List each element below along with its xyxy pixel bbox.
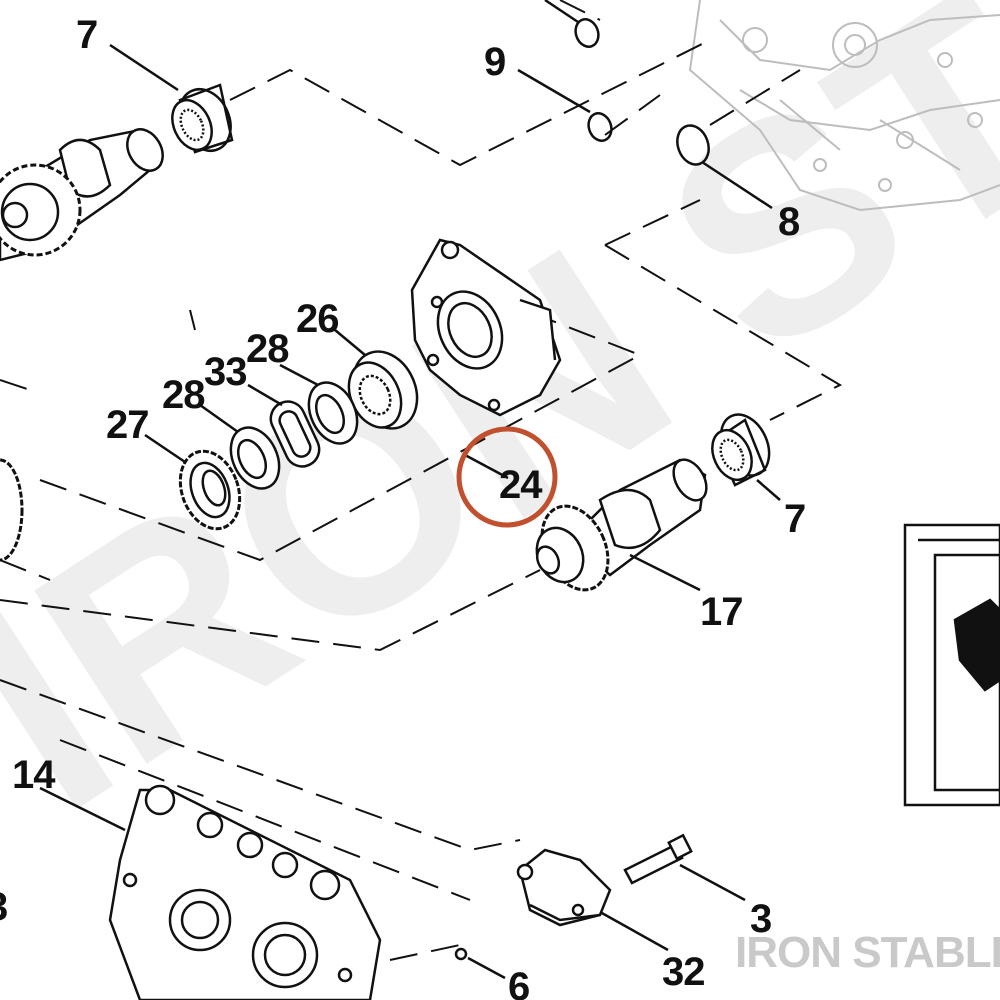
leader-26 xyxy=(334,329,366,356)
seal-ring-33 xyxy=(269,400,321,468)
leader-14 xyxy=(39,786,126,832)
callout-labels: 7 9 8 26 28 33 28 27 24 7 17 14 3 3 32 6 xyxy=(0,13,806,1000)
callout-label: 26 xyxy=(296,297,339,341)
callout-label: 27 xyxy=(106,403,149,447)
leader-24 xyxy=(464,453,509,480)
roller-bearing-top xyxy=(171,83,234,154)
gear-27 xyxy=(178,449,242,531)
leader-33 xyxy=(247,383,283,407)
callout-label: 33 xyxy=(204,350,247,394)
callout-label: 9 xyxy=(484,40,505,84)
callout-label: 6 xyxy=(508,965,529,1000)
washer-28-upper xyxy=(307,381,359,445)
leader-27 xyxy=(144,433,186,464)
callout-label: 28 xyxy=(162,373,205,417)
callout-label: 7 xyxy=(784,497,805,541)
dashed-assembly-lines xyxy=(0,0,843,961)
leader-28a xyxy=(279,363,319,387)
leader-32 xyxy=(599,910,669,952)
highlight-circle-24 xyxy=(456,426,558,528)
leader-7-top xyxy=(109,43,179,92)
o-ring-8 xyxy=(676,124,710,166)
leader-28b xyxy=(199,403,239,434)
logo-plate xyxy=(903,523,1000,807)
camshaft-left xyxy=(0,128,164,262)
callout-label: 14 xyxy=(12,753,56,797)
callout-label: 3 xyxy=(0,885,7,929)
leader-7-right xyxy=(756,479,781,501)
dowel-6 xyxy=(454,947,468,961)
leader-lines xyxy=(39,0,781,980)
callout-label: 17 xyxy=(700,590,743,634)
leader-3 xyxy=(679,863,746,902)
callout-label: 32 xyxy=(662,950,705,994)
oil-pump-body xyxy=(108,784,382,1000)
o-ring-top xyxy=(574,18,600,48)
leader-17 xyxy=(629,553,701,592)
callout-label: 8 xyxy=(778,200,800,244)
callout-label-highlighted: 24 xyxy=(499,463,543,507)
callout-label: 3 xyxy=(750,897,771,941)
callout-label: 7 xyxy=(76,13,97,57)
cam-support-housing xyxy=(410,238,562,417)
callout-label: 28 xyxy=(246,327,289,371)
leader-8 xyxy=(701,160,773,210)
camshaft-17 xyxy=(535,458,708,592)
brand-text: IRON STABLE xyxy=(735,928,1000,977)
leader-9 xyxy=(517,68,591,114)
washer-28-lower xyxy=(229,426,281,490)
roller-bearing-right xyxy=(711,413,771,487)
crankcase-ghost-outline xyxy=(688,0,1000,212)
leader-6 xyxy=(467,956,506,980)
o-ring-9 xyxy=(587,112,613,142)
left-edge-gear xyxy=(0,458,24,562)
bolt-3 xyxy=(623,833,693,885)
bracket-32 xyxy=(516,848,612,927)
